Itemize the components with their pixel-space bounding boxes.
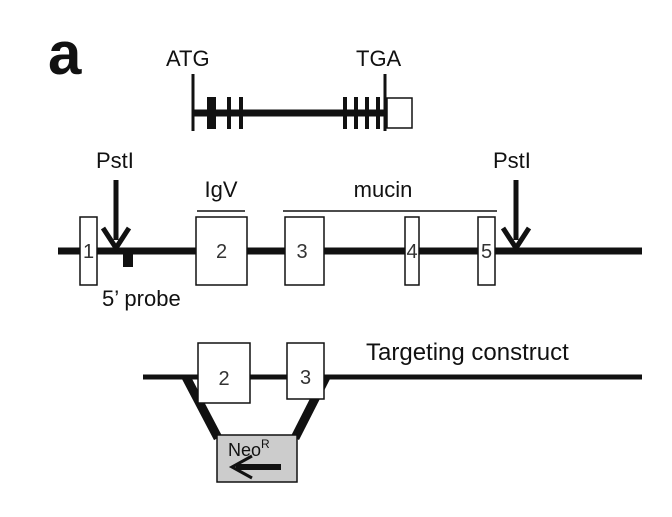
exon-number: 1	[83, 241, 94, 263]
exon-number: 5	[481, 241, 492, 263]
pstI-right-label: PstI	[493, 148, 531, 173]
construct-title: Targeting construct	[366, 339, 569, 366]
exon-number: 4	[406, 241, 417, 263]
genomic-exon-2: 2	[195, 216, 248, 286]
mucin-label: mucin	[354, 177, 413, 202]
transcript-utr-box	[386, 97, 413, 129]
pstI-left-arrow-icon	[100, 180, 132, 253]
transcript-diagram: ATG TGA	[166, 46, 413, 131]
construct-left-join	[182, 374, 222, 441]
exon-number: 3	[296, 241, 307, 263]
pstI-right-arrow-icon	[500, 180, 532, 253]
genomic-exon-4: 4	[404, 216, 420, 286]
pstI-left-label: PstI	[96, 148, 134, 173]
start-codon-label: ATG	[166, 46, 210, 71]
neo-superscript: R	[261, 437, 270, 451]
targeting-construct: Targeting construct 2 3 NeoR	[143, 339, 642, 483]
construct-exon-3: 3	[286, 342, 325, 400]
panel-letter: a	[48, 20, 82, 87]
neo-cassette: NeoR	[216, 434, 298, 483]
construct-exon-2: 2	[197, 342, 251, 404]
stop-codon-label: TGA	[356, 46, 402, 71]
exon-number: 3	[300, 367, 311, 389]
genomic-exon-1: 1	[79, 216, 98, 286]
igv-label: IgV	[204, 177, 237, 202]
neo-direction-arrow-icon	[228, 454, 281, 480]
neo-label: Neo	[228, 440, 261, 460]
genomic-exon-3: 3	[284, 216, 325, 286]
genomic-locus: IgV mucin 1 2 3 4 5 PstI PstI	[58, 148, 642, 311]
exon-number: 2	[218, 368, 229, 390]
probe-label: 5’ probe	[102, 286, 181, 311]
transcript-first-exon	[207, 97, 213, 129]
svg-text:NeoR: NeoR	[228, 437, 270, 460]
probe-marker	[123, 253, 133, 267]
exon-number: 2	[216, 241, 227, 263]
genomic-exon-5: 5	[477, 216, 496, 286]
